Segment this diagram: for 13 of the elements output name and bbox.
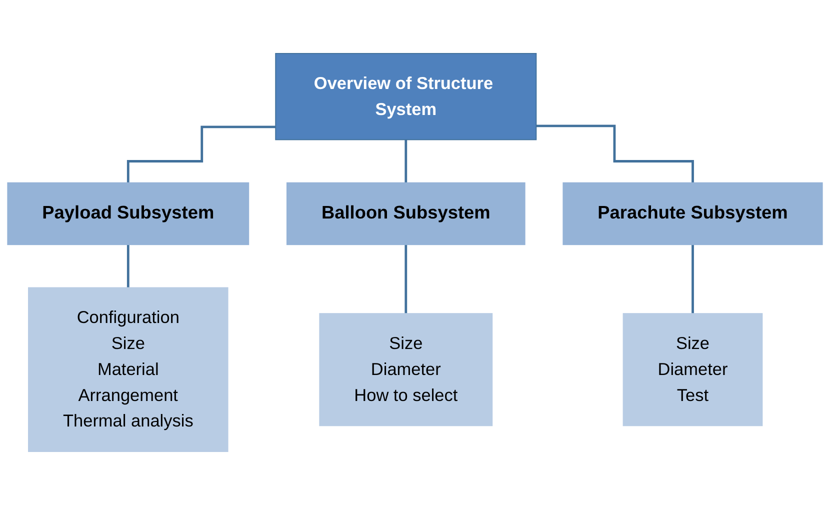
connector bbox=[126, 126, 276, 184]
node-box: Overview of Structure System bbox=[275, 53, 537, 140]
node-box: Balloon Subsystem bbox=[286, 182, 526, 246]
node-box: Configuration Size Material Arrangement Thermal analysis bbox=[28, 287, 228, 452]
connector bbox=[692, 243, 694, 315]
connector bbox=[404, 243, 408, 315]
connector bbox=[536, 124, 694, 184]
node-box: Payload Subsystem bbox=[7, 182, 250, 246]
node-box: Size Diameter How to select bbox=[319, 313, 493, 426]
node-box: Size Diameter Test bbox=[622, 313, 763, 426]
connector bbox=[404, 138, 408, 184]
connector bbox=[126, 243, 130, 289]
node-box: Parachute Subsystem bbox=[562, 182, 823, 246]
